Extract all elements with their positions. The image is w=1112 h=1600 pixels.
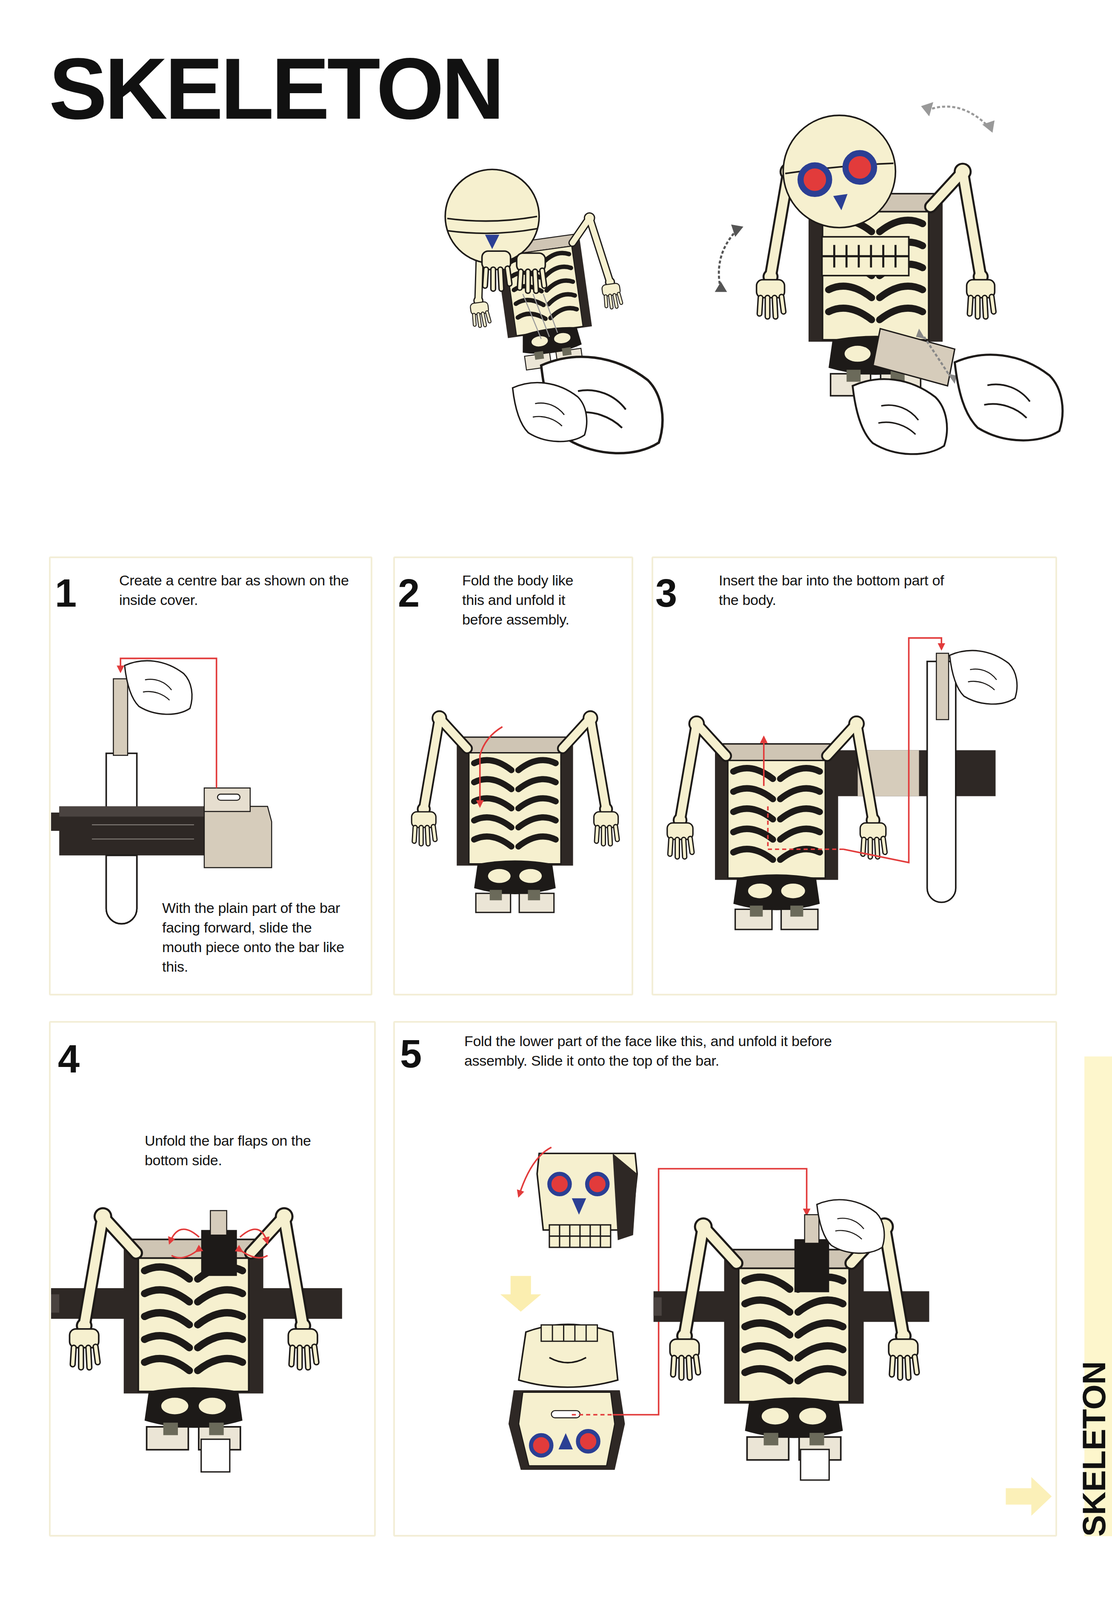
unfold-flaps-figure [51,1207,343,1473]
instruction-text: With the plain part of the bar facing fo… [162,898,354,977]
instruction-panel: 1 Create a centre bar as shown on the ins… [48,556,373,996]
step-number: 3 [655,573,678,613]
instruction-text: Unfold the bar flaps on the bottom side. [144,1131,315,1171]
instruction-text: Fold the lower part of the face like thi… [464,1031,886,1071]
instruction-panel: 3 Insert the bar into the bottom part of … [651,556,1058,996]
instruction-panel: 4Unfold the bar flaps on the bottom side… [48,1021,376,1538]
step-number: 4 [57,1039,80,1079]
step-number: 1 [54,573,77,613]
fold-body-figure [411,710,618,913]
step-number: 5 [400,1034,422,1074]
instruction-text: Create a centre bar as shown on the insi… [119,570,352,610]
hero-skeleton-closed [445,169,663,454]
instruction-panel: 5 Fold the lower part of the face like th… [393,1021,1058,1538]
hero-skeleton-open [714,102,1063,455]
centre-bar-figure [51,658,272,925]
step-number: 2 [397,573,420,613]
insert-bar-figure [667,638,1018,930]
instruction-text: Insert the bar into the bottom part of t… [718,570,949,610]
instruction-text: Fold the body like this and unfold it be… [462,570,590,630]
page-title: SKELETON [48,44,503,132]
instruction-panel: 2 Fold the body like this and unfold it b… [393,556,634,996]
face-assembly-figure [500,1147,930,1481]
side-tab-label: SKELETON [1078,1361,1110,1538]
side-tab [1005,1056,1112,1537]
